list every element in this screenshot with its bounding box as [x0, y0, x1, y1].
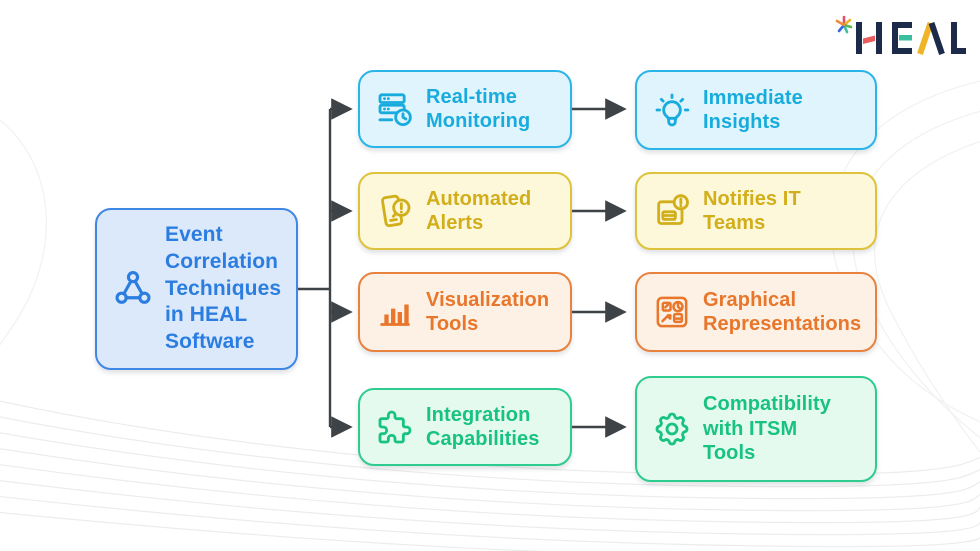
node-label: Graphical Representations [703, 288, 862, 335]
node-integration-capabilities: Integration Capabilities [358, 388, 572, 466]
phone-alert-icon [375, 191, 415, 231]
node-label: Event Correlation Techniques in HEAL Sof… [165, 222, 282, 354]
logo-asterisk-icon [835, 15, 853, 34]
puzzle-icon [375, 407, 415, 447]
gear-icon [652, 409, 692, 449]
bar-chart-icon [375, 292, 415, 332]
lightbulb-icon [652, 90, 692, 130]
node-label: Real-time Monitoring [426, 85, 531, 132]
molecule-icon [112, 268, 154, 310]
node-graphical-representations: Graphical Representations [635, 272, 877, 352]
node-label: Visualization Tools [426, 288, 550, 335]
node-real-time-monitoring: Real-time Monitoring [358, 70, 572, 148]
node-notifies-it-teams: Notifies IT Teams [635, 172, 877, 250]
node-visualization-tools: Visualization Tools [358, 272, 572, 352]
node-label: Immediate Insights [703, 86, 803, 133]
heal-logo [835, 15, 966, 55]
node-event-correlation: Event Correlation Techniques in HEAL Sof… [95, 208, 298, 370]
node-label: Compatibility with ITSM Tools [703, 393, 831, 465]
node-immediate-insights: Immediate Insights [635, 70, 877, 150]
dashboard-icon [652, 292, 692, 332]
node-label: Notifies IT Teams [703, 187, 801, 234]
server-clock-icon [375, 89, 415, 129]
node-label: Automated Alerts [426, 187, 532, 234]
node-label: Integration Capabilities [426, 403, 540, 450]
node-automated-alerts: Automated Alerts [358, 172, 572, 250]
logo-letter-l [951, 22, 966, 54]
logo-letter-h [856, 22, 882, 54]
notification-card-icon [652, 191, 692, 231]
node-compatibility-itsm: Compatibility with ITSM Tools [635, 376, 877, 482]
logo-letter-e [892, 22, 912, 54]
logo-letter-a [917, 22, 945, 55]
